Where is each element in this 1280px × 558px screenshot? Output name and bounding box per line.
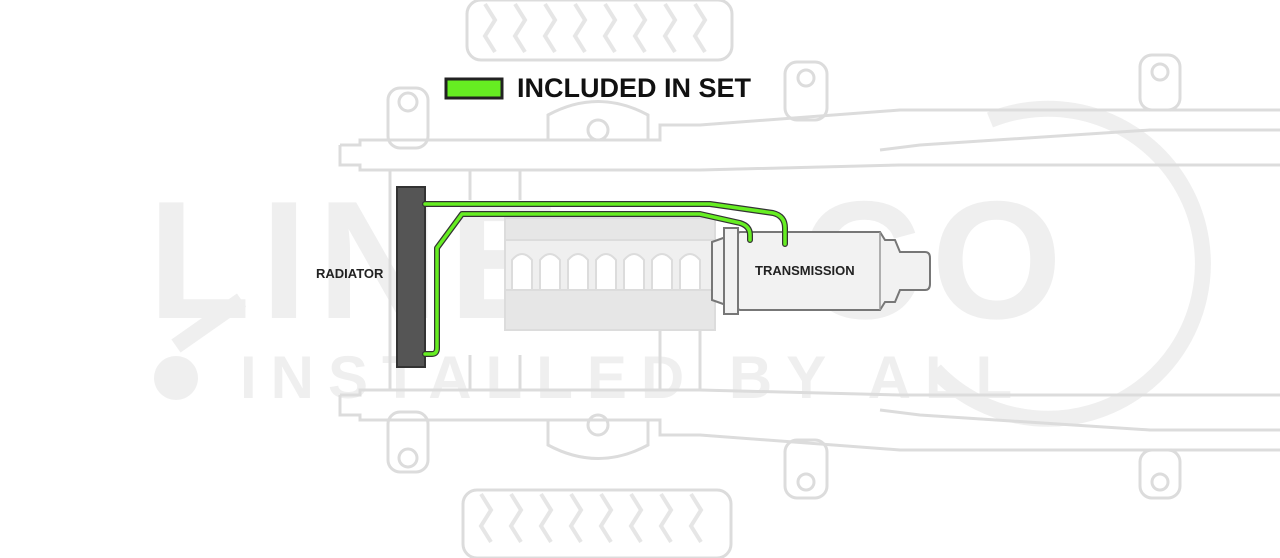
vehicle-frame bbox=[338, 53, 1280, 500]
legend: INCLUDED IN SET bbox=[444, 73, 752, 103]
transmission: TRANSMISSION bbox=[711, 227, 931, 315]
watermark-tagline: INSTALLED BY ALL bbox=[240, 344, 1026, 411]
wrench-icon bbox=[154, 293, 247, 400]
watermark-swoosh bbox=[929, 100, 1211, 427]
radiator: RADIATOR bbox=[316, 186, 426, 368]
legend-label: INCLUDED IN SET bbox=[517, 73, 752, 103]
transmission-label: TRANSMISSION bbox=[755, 263, 855, 278]
top-tire bbox=[465, 0, 734, 62]
engine-block bbox=[504, 217, 716, 331]
radiator-label: RADIATOR bbox=[316, 266, 384, 281]
legend-swatch bbox=[444, 77, 504, 100]
cooler-lines bbox=[422, 201, 788, 357]
bottom-tire bbox=[461, 488, 733, 558]
